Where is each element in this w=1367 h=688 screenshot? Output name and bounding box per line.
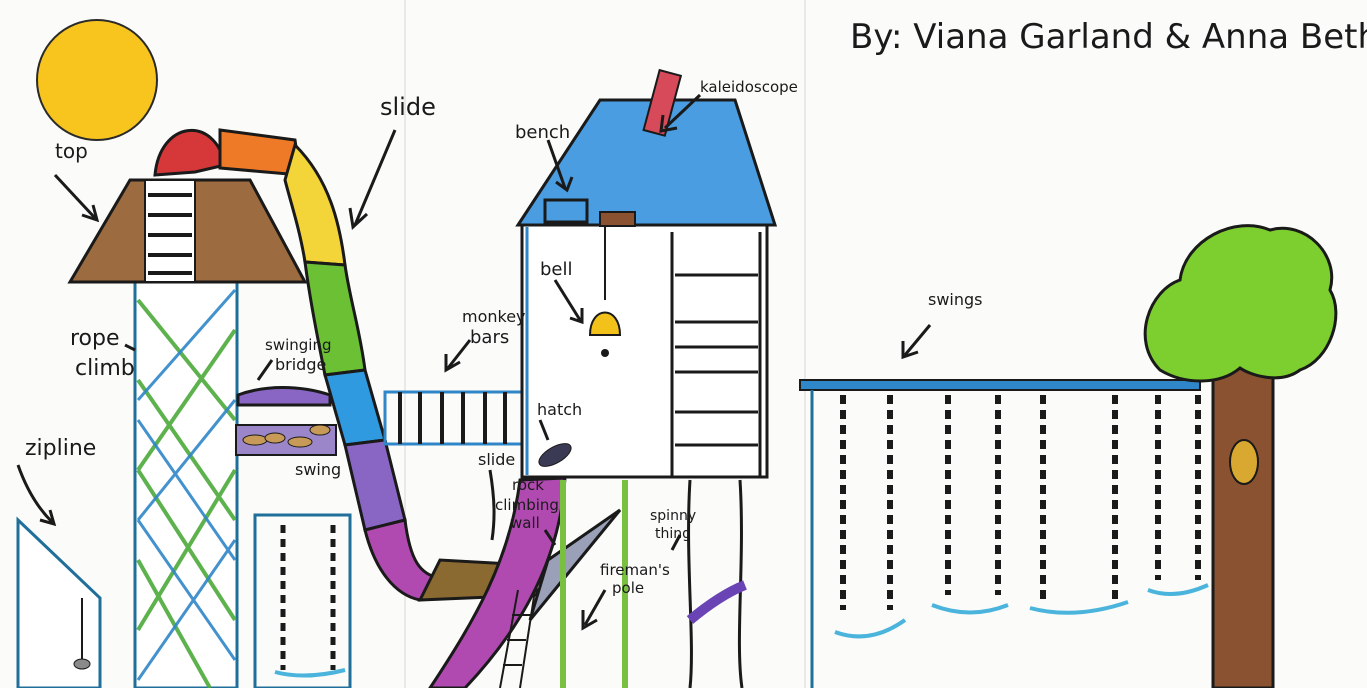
bench-icon: [545, 200, 587, 222]
label-top: top: [55, 139, 88, 163]
label-spinny-2: thing: [655, 526, 691, 542]
label-bell: bell: [540, 259, 573, 280]
label-monkey-bars-2: bars: [470, 327, 509, 348]
swing-set: [800, 380, 1208, 688]
label-swinging-bridge-2: bridge: [275, 355, 326, 374]
label-firemans-pole-1: fireman's: [600, 561, 670, 579]
label-zipline: zipline: [25, 436, 96, 461]
label-rope-climb-2: climb: [75, 356, 135, 381]
label-spinny-1: spinny: [650, 508, 696, 524]
label-swinging-bridge-1: swinging: [265, 336, 331, 354]
label-hatch: hatch: [537, 400, 582, 419]
label-slide-main: slide: [380, 93, 436, 121]
label-bench: bench: [515, 122, 570, 143]
label-swings: swings: [928, 290, 983, 309]
label-slide-small: slide: [478, 450, 515, 469]
label-kaleidoscope: kaleidoscope: [700, 78, 798, 96]
small-swing-set: [255, 515, 350, 688]
label-rock-wall-1: rock: [512, 476, 544, 494]
credit-text: By: Viana Garland & Anna Beth Padgett: [850, 17, 1367, 57]
sun-icon: [37, 20, 157, 140]
zipline: [18, 520, 100, 688]
label-swing: swing: [295, 460, 341, 479]
label-firemans-pole-2: pole: [612, 579, 644, 597]
label-rock-wall-2: climbing: [495, 496, 559, 514]
label-rock-wall-3: wall: [510, 514, 540, 532]
label-rope-climb-1: rope: [70, 326, 120, 351]
spinny-thing: [689, 480, 745, 688]
swinging-bridge: [236, 388, 336, 456]
tree: [1145, 226, 1336, 688]
label-monkey-bars-1: monkey: [462, 307, 526, 326]
